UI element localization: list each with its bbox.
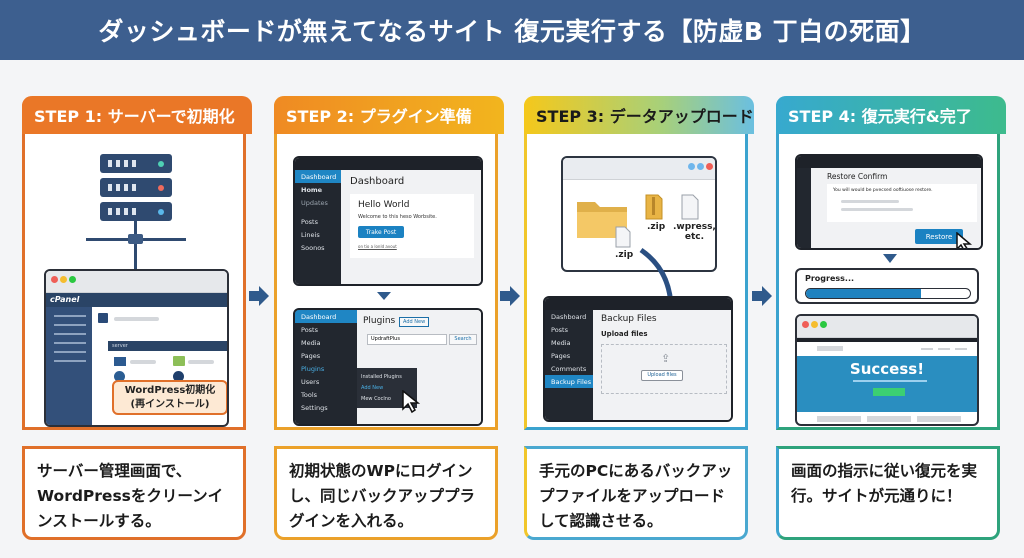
page-title: ダッシュボードが無えてなるサイト 復元実行する【防虚B 丁白の死面】 bbox=[98, 17, 926, 46]
menu-comments[interactable]: Comments bbox=[551, 364, 587, 373]
cpanel-logo: cPanel bbox=[46, 293, 227, 307]
step-4-description: 画面の指示に従い復元を実行。サイトが元通りに！ bbox=[776, 446, 1000, 540]
menu-users[interactable]: Users bbox=[301, 377, 320, 386]
step-1-description: サーバー管理画面で、WordPressをクリーンインストールする。 bbox=[22, 446, 246, 540]
add-new-button[interactable]: Add New bbox=[399, 317, 430, 327]
menu-updates[interactable]: Updates bbox=[301, 198, 328, 207]
step-2-description: 初期状態のWPにログインし、同じバックアッププラグインを入れる。 bbox=[274, 446, 498, 540]
menu-media[interactable]: Media bbox=[551, 338, 571, 347]
menu-settings[interactable]: Settings bbox=[301, 403, 328, 412]
menu-posts[interactable]: Posts bbox=[301, 217, 318, 226]
menu-soonos[interactable]: Soonos bbox=[301, 243, 325, 252]
submenu-item[interactable]: Mew Coclno bbox=[361, 396, 391, 402]
success-message: Success! bbox=[849, 360, 925, 378]
menu-tools[interactable]: Tools bbox=[301, 390, 318, 399]
etc-label: etc. bbox=[684, 232, 705, 242]
hello-world-title: Hello World bbox=[358, 200, 410, 210]
restore-text: You will would be pvecsed ooftiuose rest… bbox=[833, 188, 933, 193]
down-arrow-icon bbox=[377, 292, 391, 300]
dragged-zip-icon bbox=[615, 226, 631, 248]
dragged-zip-label: .zip bbox=[615, 250, 634, 260]
plugin-search-input[interactable]: UpdraftPlus bbox=[367, 334, 447, 345]
progress-bar bbox=[805, 288, 971, 299]
menu-home[interactable]: Home bbox=[301, 185, 323, 194]
wpress-file-icon bbox=[681, 194, 699, 220]
progress-fill bbox=[806, 289, 921, 298]
progress-label: Progress... bbox=[805, 274, 855, 283]
down-arrow-icon bbox=[883, 254, 897, 263]
reinstall-callout: WordPress初期化 (再インストール) bbox=[112, 380, 227, 415]
cpanel-section: server bbox=[108, 341, 227, 351]
menu-plugins[interactable]: Plugins bbox=[301, 364, 325, 373]
dashboard-heading: Dashboard bbox=[350, 176, 405, 187]
upload-dropzone[interactable] bbox=[601, 344, 727, 394]
step-2-header: STEP 2: プラグイン準備 bbox=[274, 96, 504, 134]
restore-heading: Restore Confirm bbox=[827, 172, 888, 181]
menu-pages[interactable]: Pages bbox=[551, 351, 571, 360]
cursor-icon bbox=[402, 390, 421, 414]
menu-backup-files[interactable]: Backup Files bbox=[545, 375, 593, 388]
plugins-submenu: Installed Plugins Add New Mew Coclno bbox=[357, 368, 417, 408]
trake-post-button[interactable]: Trake Post bbox=[358, 226, 404, 238]
wpress-label: .wpress, bbox=[673, 222, 716, 232]
submenu-installed-plugins[interactable]: Installed Plugins bbox=[361, 374, 402, 380]
menu-pages[interactable]: Pages bbox=[301, 351, 321, 360]
upload-subheading: Upload files bbox=[601, 330, 648, 338]
title-banner: ダッシュボードが無えてなるサイト 復元実行する【防虚B 丁白の死面】 bbox=[0, 0, 1024, 60]
menu-posts[interactable]: Posts bbox=[551, 325, 568, 334]
step-4-header: STEP 4: 復元実行&完了 bbox=[776, 96, 1006, 134]
server-icon bbox=[86, 154, 186, 281]
cursor-icon bbox=[956, 232, 973, 248]
step-3-card: STEP 3: データアップロード .zip .wpress, etc. .zi… bbox=[524, 96, 754, 430]
wp-dashboard-window: Dashboard Home Updates Posts Lineis Soon… bbox=[293, 156, 483, 286]
success-window: Success! bbox=[795, 314, 979, 426]
folder-icon bbox=[577, 202, 627, 238]
step-1-header: STEP 1: サーバーで初期化 bbox=[22, 96, 252, 134]
menu-dashboard[interactable]: Dashboard bbox=[295, 170, 341, 183]
upload-files-button[interactable]: Upload files bbox=[641, 370, 683, 381]
upload-icon: ⇪ bbox=[661, 352, 671, 365]
step-1-card: STEP 1: サーバーで初期化 cPanel server bbox=[22, 96, 252, 430]
restore-confirm-window: Restore Confirm You will would be pvecse… bbox=[795, 154, 983, 250]
progress-panel: Progress... bbox=[795, 268, 979, 304]
search-button[interactable]: Search bbox=[449, 334, 477, 345]
menu-dashboard[interactable]: Dashboard bbox=[295, 310, 357, 323]
zip-file-icon bbox=[645, 194, 663, 220]
plugins-heading: Plugins bbox=[363, 316, 396, 326]
submenu-add-new[interactable]: Add New bbox=[361, 385, 384, 391]
step-3-header: STEP 3: データアップロード bbox=[524, 96, 754, 134]
step-3-description: 手元のPCにあるバックアップファイルをアップロードして認識させる。 bbox=[524, 446, 748, 540]
cpanel-window: cPanel server WordPress初期化 (再インストール) bbox=[44, 269, 229, 427]
welcome-text: Welcome to this heso Worbsite. bbox=[358, 214, 437, 220]
menu-dashboard[interactable]: Dashboard bbox=[551, 312, 587, 321]
menu-posts[interactable]: Posts bbox=[301, 325, 318, 334]
restore-button[interactable]: Restore bbox=[915, 229, 963, 244]
backup-files-window: Dashboard Posts Media Pages Comments Bac… bbox=[543, 296, 733, 422]
step-2-card: STEP 2: プラグイン準備 Dashboard Home Updates P… bbox=[274, 96, 504, 430]
menu-lineis[interactable]: Lineis bbox=[301, 230, 320, 239]
zip-label: .zip bbox=[647, 222, 666, 232]
step-4-card: STEP 4: 復元実行&完了 Restore Confirm You will… bbox=[776, 96, 1006, 430]
wp-plugins-window: Dashboard Posts Media Pages Plugins User… bbox=[293, 308, 483, 426]
menu-media[interactable]: Media bbox=[301, 338, 321, 347]
backup-heading: Backup Files bbox=[601, 314, 657, 324]
dashboard-link[interactable]: on tio a lonld avout bbox=[358, 244, 397, 249]
file-browser-window: .zip .wpress, etc. .zip bbox=[561, 156, 717, 272]
